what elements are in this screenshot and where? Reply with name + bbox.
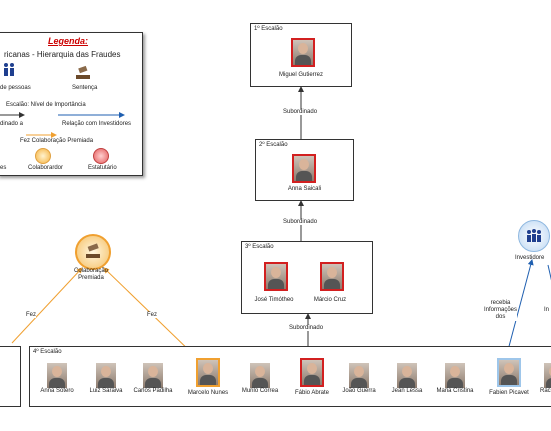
left-partial-box [0,346,21,407]
level1-box: 1º Escalão Miguel Gutierrez [250,23,352,87]
collaborator-circle [35,148,51,164]
person-name: Marcelo Nunes [187,390,229,396]
person-name: Rac [540,388,551,394]
level2-box: 2º Escalão Anna Saicali [255,139,354,201]
legend-sentence-label: Sentença [72,85,98,91]
person-name: Jean Lessa [391,388,423,394]
person-name: Fabien Picavet [489,390,529,396]
legend-panel: Legenda: ricanas - Hierarquia das Fraude… [0,32,143,176]
investor-edge-label: recebia Informações dos [484,300,518,321]
gavel-icon [86,243,100,258]
person-photo [397,363,417,388]
person-name: Márcio Cruz [313,297,347,303]
edge-label-fez-right: Fez [147,312,158,318]
level4-box: 4º Escalão Anna Sotero Luiz Saraiva Carl… [29,346,551,407]
gavel-icon [76,65,90,79]
person-photo [143,363,163,388]
person-photo [47,363,67,388]
person-name: Anna Saicali [287,186,322,192]
legend-subtitle: ricanas - Hierarquia das Fraudes [4,50,121,59]
legend-arrows [0,112,125,138]
legend-investors-label: Relação com Investidores [62,121,132,127]
legend-statutory-label: Estatutário [88,165,117,171]
plea-node-circle [75,234,111,270]
person-photo [445,363,465,388]
person-photo [320,262,344,291]
edge-label-subordinado: Subordinado [283,219,318,225]
legend-type-left: es [0,165,7,171]
person-photo [264,262,288,291]
level4-title: 4º Escalão [33,349,62,355]
edge-label-subordinado: Subordinado [289,325,324,331]
person-name: José Timótheo [254,297,294,303]
person-name: João Guerra [342,388,376,394]
person-photo [291,38,315,67]
legend-title: Legenda: [48,36,89,46]
edge-label-fez-left: Fez [26,312,37,318]
legend-subordinate-label: dinado a [0,121,24,127]
people-group-icon [527,229,541,242]
person-photo [497,358,521,387]
person-photo [250,363,270,388]
edge-label-subordinado: Subordinado [283,109,318,115]
person-photo [96,363,116,388]
person-name: Miguel Gutierrez [278,72,323,78]
investors-node-circle [518,220,550,252]
investors-node-label: Investidore [515,255,545,261]
person-photo [300,358,324,387]
person-photo [544,363,551,388]
person-photo [292,154,316,183]
legend-people-label: de pessoas [0,85,31,91]
level1-title: 1º Escalão [254,26,283,32]
person-photo [196,358,220,387]
person-photo [349,363,369,388]
investor-edge-label-2: In [544,307,550,313]
person-name: Anna Sotero [40,388,74,394]
person-name: Fábio Abrate [294,390,330,396]
people-group-icon [4,63,14,76]
person-name: Maria Cristina [436,388,474,394]
legend-plea-label: Fez Colaboração Premiada [20,138,94,144]
legend-collaborator-label: Colaborardor [28,165,64,171]
level3-box: 3º Escalão José Timótheo Márcio Cruz [241,241,373,314]
person-name: Carlos Padilha [133,388,173,394]
plea-node-label: Colaboração Premiada [73,268,109,281]
level2-title: 2º Escalão [259,142,288,148]
statutory-circle [93,148,109,164]
person-name: Luiz Saraiva [89,388,123,394]
person-name: Murilo Correa [241,388,279,394]
legend-level-label: Escalão: Nível de Importância [6,102,86,108]
level3-title: 3º Escalão [245,244,274,250]
